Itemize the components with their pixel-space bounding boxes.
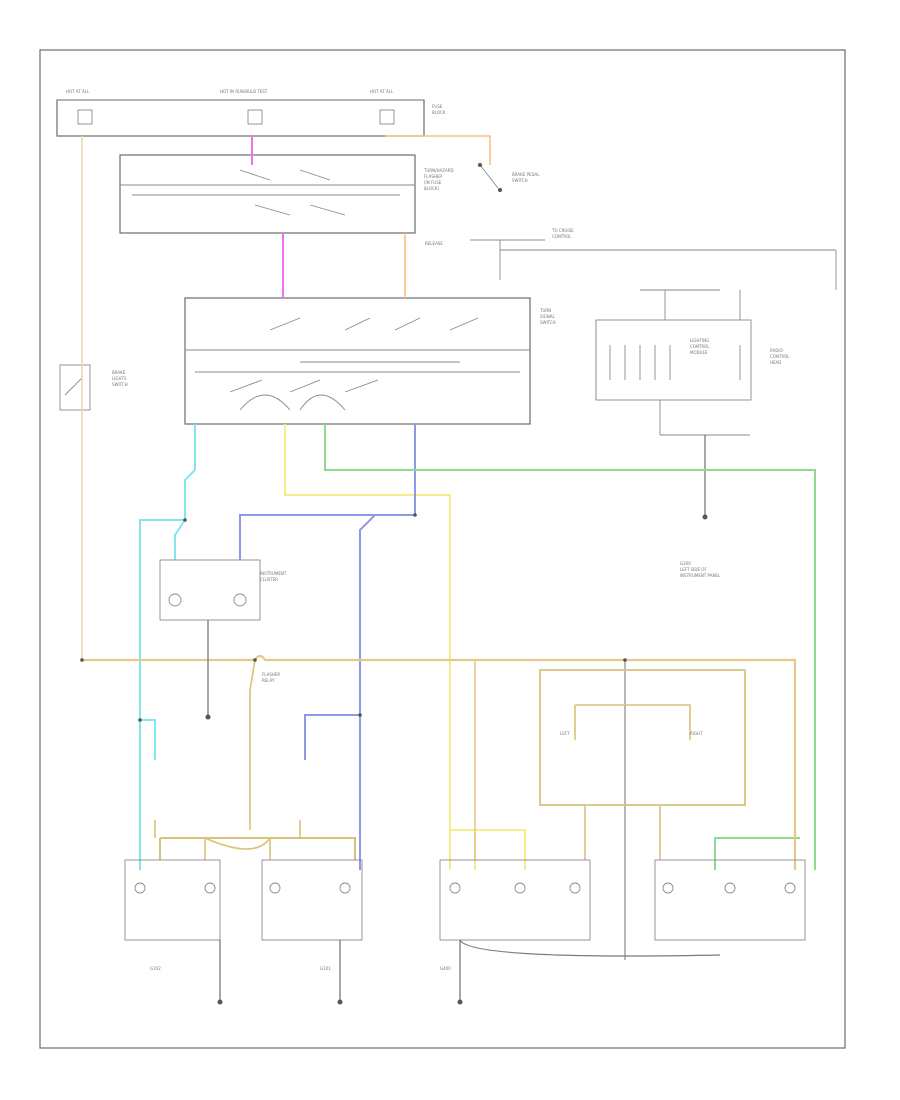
svg-text:TURN: TURN: [539, 308, 551, 313]
svg-text:TURN/HAZARD: TURN/HAZARD: [423, 168, 454, 173]
svg-text:CONTROL: CONTROL: [770, 354, 790, 359]
lamp-outage-module: LIGHTING CONTROL MODULE RADIO CONTROL HE…: [595, 289, 790, 578]
brake-pedal-switch: BRAKE PEDAL SWITCH TO CRUISE CONTROL REL…: [425, 163, 837, 290]
wire-green: [324, 424, 816, 870]
svg-text:FLASHER: FLASHER: [262, 672, 280, 677]
svg-text:RIGHT: RIGHT: [690, 731, 703, 736]
svg-text:SWITCH: SWITCH: [540, 320, 556, 325]
svg-text:G102: G102: [150, 966, 161, 971]
svg-text:LIGHTS: LIGHTS: [112, 376, 127, 381]
wire-blue: [239, 424, 416, 870]
svg-text:TO CRUISE: TO CRUISE: [551, 228, 574, 233]
svg-text:CONTROL: CONTROL: [552, 234, 572, 239]
svg-text:LIGHTING: LIGHTING: [690, 338, 709, 343]
svg-text:FUSE: FUSE: [432, 104, 443, 109]
svg-text:SWITCH: SWITCH: [512, 178, 528, 183]
svg-text:BRAKE PEDAL: BRAKE PEDAL: [512, 172, 540, 177]
svg-text:BLOCK): BLOCK): [424, 186, 439, 191]
fuse-block: HOT AT ALL HOT IN RUN/BULB TEST HOT AT A…: [56, 89, 446, 137]
svg-text:RELEASE: RELEASE: [425, 241, 443, 246]
svg-text:BLOCK: BLOCK: [432, 110, 446, 115]
lamp-group-right: [654, 859, 806, 941]
splice-dots: [80, 513, 627, 722]
svg-text:HEAD: HEAD: [770, 360, 781, 365]
ground-symbols: [205, 514, 708, 1005]
svg-text:INSTRUMENT PANEL: INSTRUMENT PANEL: [680, 573, 721, 578]
svg-text:SWITCH: SWITCH: [112, 382, 128, 387]
svg-text:BRAKE: BRAKE: [112, 370, 126, 375]
svg-text:CONTROL: CONTROL: [690, 344, 710, 349]
svg-text:G400: G400: [440, 966, 451, 971]
svg-text:LEFT: LEFT: [560, 731, 570, 736]
svg-text:RADIO: RADIO: [770, 348, 783, 353]
diagram-frame: [39, 49, 846, 1049]
svg-text:FLASHER: FLASHER: [424, 174, 442, 179]
lamp-group-middle: [439, 859, 721, 1000]
svg-text:HOT AT ALL: HOT AT ALL: [66, 89, 90, 94]
lamp-group-left: [124, 859, 363, 1000]
svg-text:G200: G200: [680, 561, 691, 566]
svg-text:(IN FUSE: (IN FUSE: [424, 180, 442, 185]
svg-text:G101: G101: [320, 966, 331, 971]
wire-orange: [385, 135, 491, 298]
svg-text:RELAY: RELAY: [262, 678, 275, 683]
svg-text:INSTRUMENT: INSTRUMENT: [260, 571, 287, 576]
wire-tan-bus: [82, 654, 797, 960]
wire-yellow: [284, 424, 526, 870]
svg-text:HOT IN RUN/BULB TEST: HOT IN RUN/BULB TEST: [220, 89, 268, 94]
svg-text:MODULE: MODULE: [690, 350, 708, 355]
turn-signal-switch: TURN SIGNAL SWITCH: [184, 297, 556, 425]
hazard-switch: BRAKE LIGHTS SWITCH: [59, 364, 128, 411]
turn-indicators: INSTRUMENT CLUSTER FLASHER RELAY: [159, 559, 287, 715]
svg-text:HOT AT ALL: HOT AT ALL: [370, 89, 394, 94]
svg-text:SIGNAL: SIGNAL: [540, 314, 556, 319]
hazard-switch-box: TURN/HAZARD FLASHER (IN FUSE BLOCK): [119, 154, 454, 234]
wire-cyan: [139, 424, 196, 870]
wire-magenta: [251, 136, 284, 298]
micro-labels: LEFT RIGHT G102 G101 G400: [150, 731, 703, 971]
svg-text:CLUSTER: CLUSTER: [260, 577, 278, 582]
svg-text:LEFT SIDE OF: LEFT SIDE OF: [680, 567, 707, 572]
